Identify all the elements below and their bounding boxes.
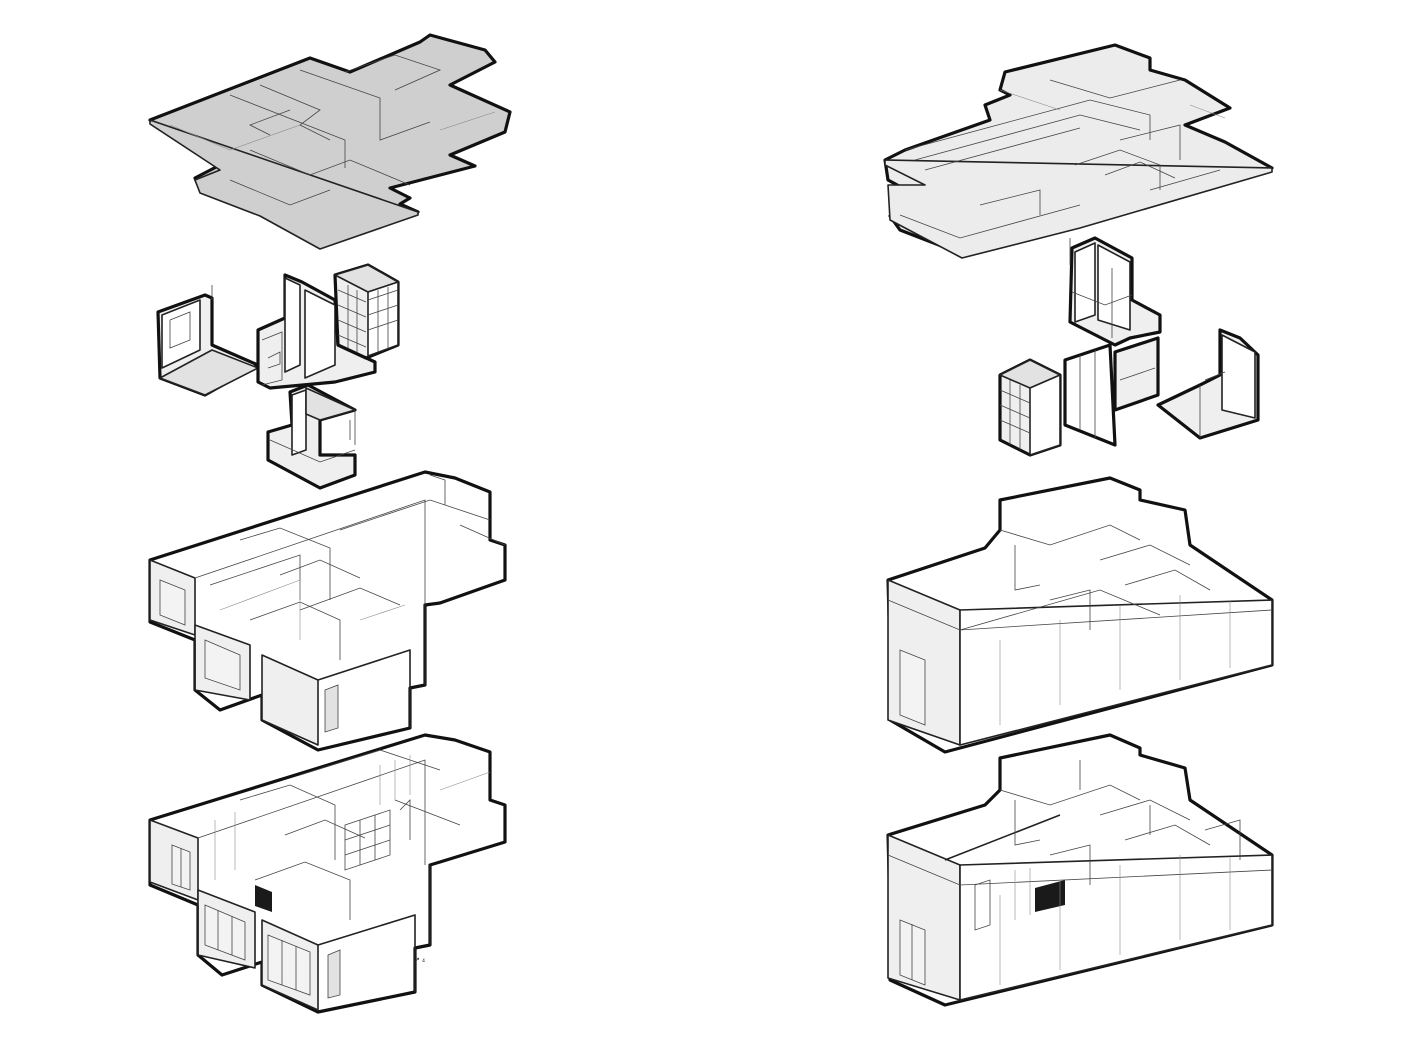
corner-mark-label: ↗ ₄ (414, 956, 425, 964)
left-grid-shelf (337, 285, 399, 352)
right-window-frame (899, 919, 926, 986)
left-wall-shell (148, 470, 507, 752)
left-furniture-upper (156, 263, 400, 397)
left-window-frame-1 (171, 844, 191, 891)
left-assembled-interior: ↗ ₄ (148, 733, 507, 1014)
right-furniture-upper (1068, 236, 1162, 347)
right-wall-shell (886, 476, 1274, 754)
right-assembled-interior (886, 733, 1274, 1007)
right-column (883, 43, 1274, 1007)
right-furniture-lower (998, 328, 1260, 457)
left-ceiling-plate (148, 33, 512, 250)
right-grid-shelf (999, 380, 1031, 450)
left-window-frame-3 (267, 934, 311, 996)
right-ceiling-plate (883, 43, 1274, 259)
left-window-frame-2 (204, 904, 246, 961)
left-column: ↗ ₄ (148, 33, 512, 1014)
left-furniture-lower (266, 383, 357, 490)
left-interior-grid-shelf (344, 809, 391, 871)
